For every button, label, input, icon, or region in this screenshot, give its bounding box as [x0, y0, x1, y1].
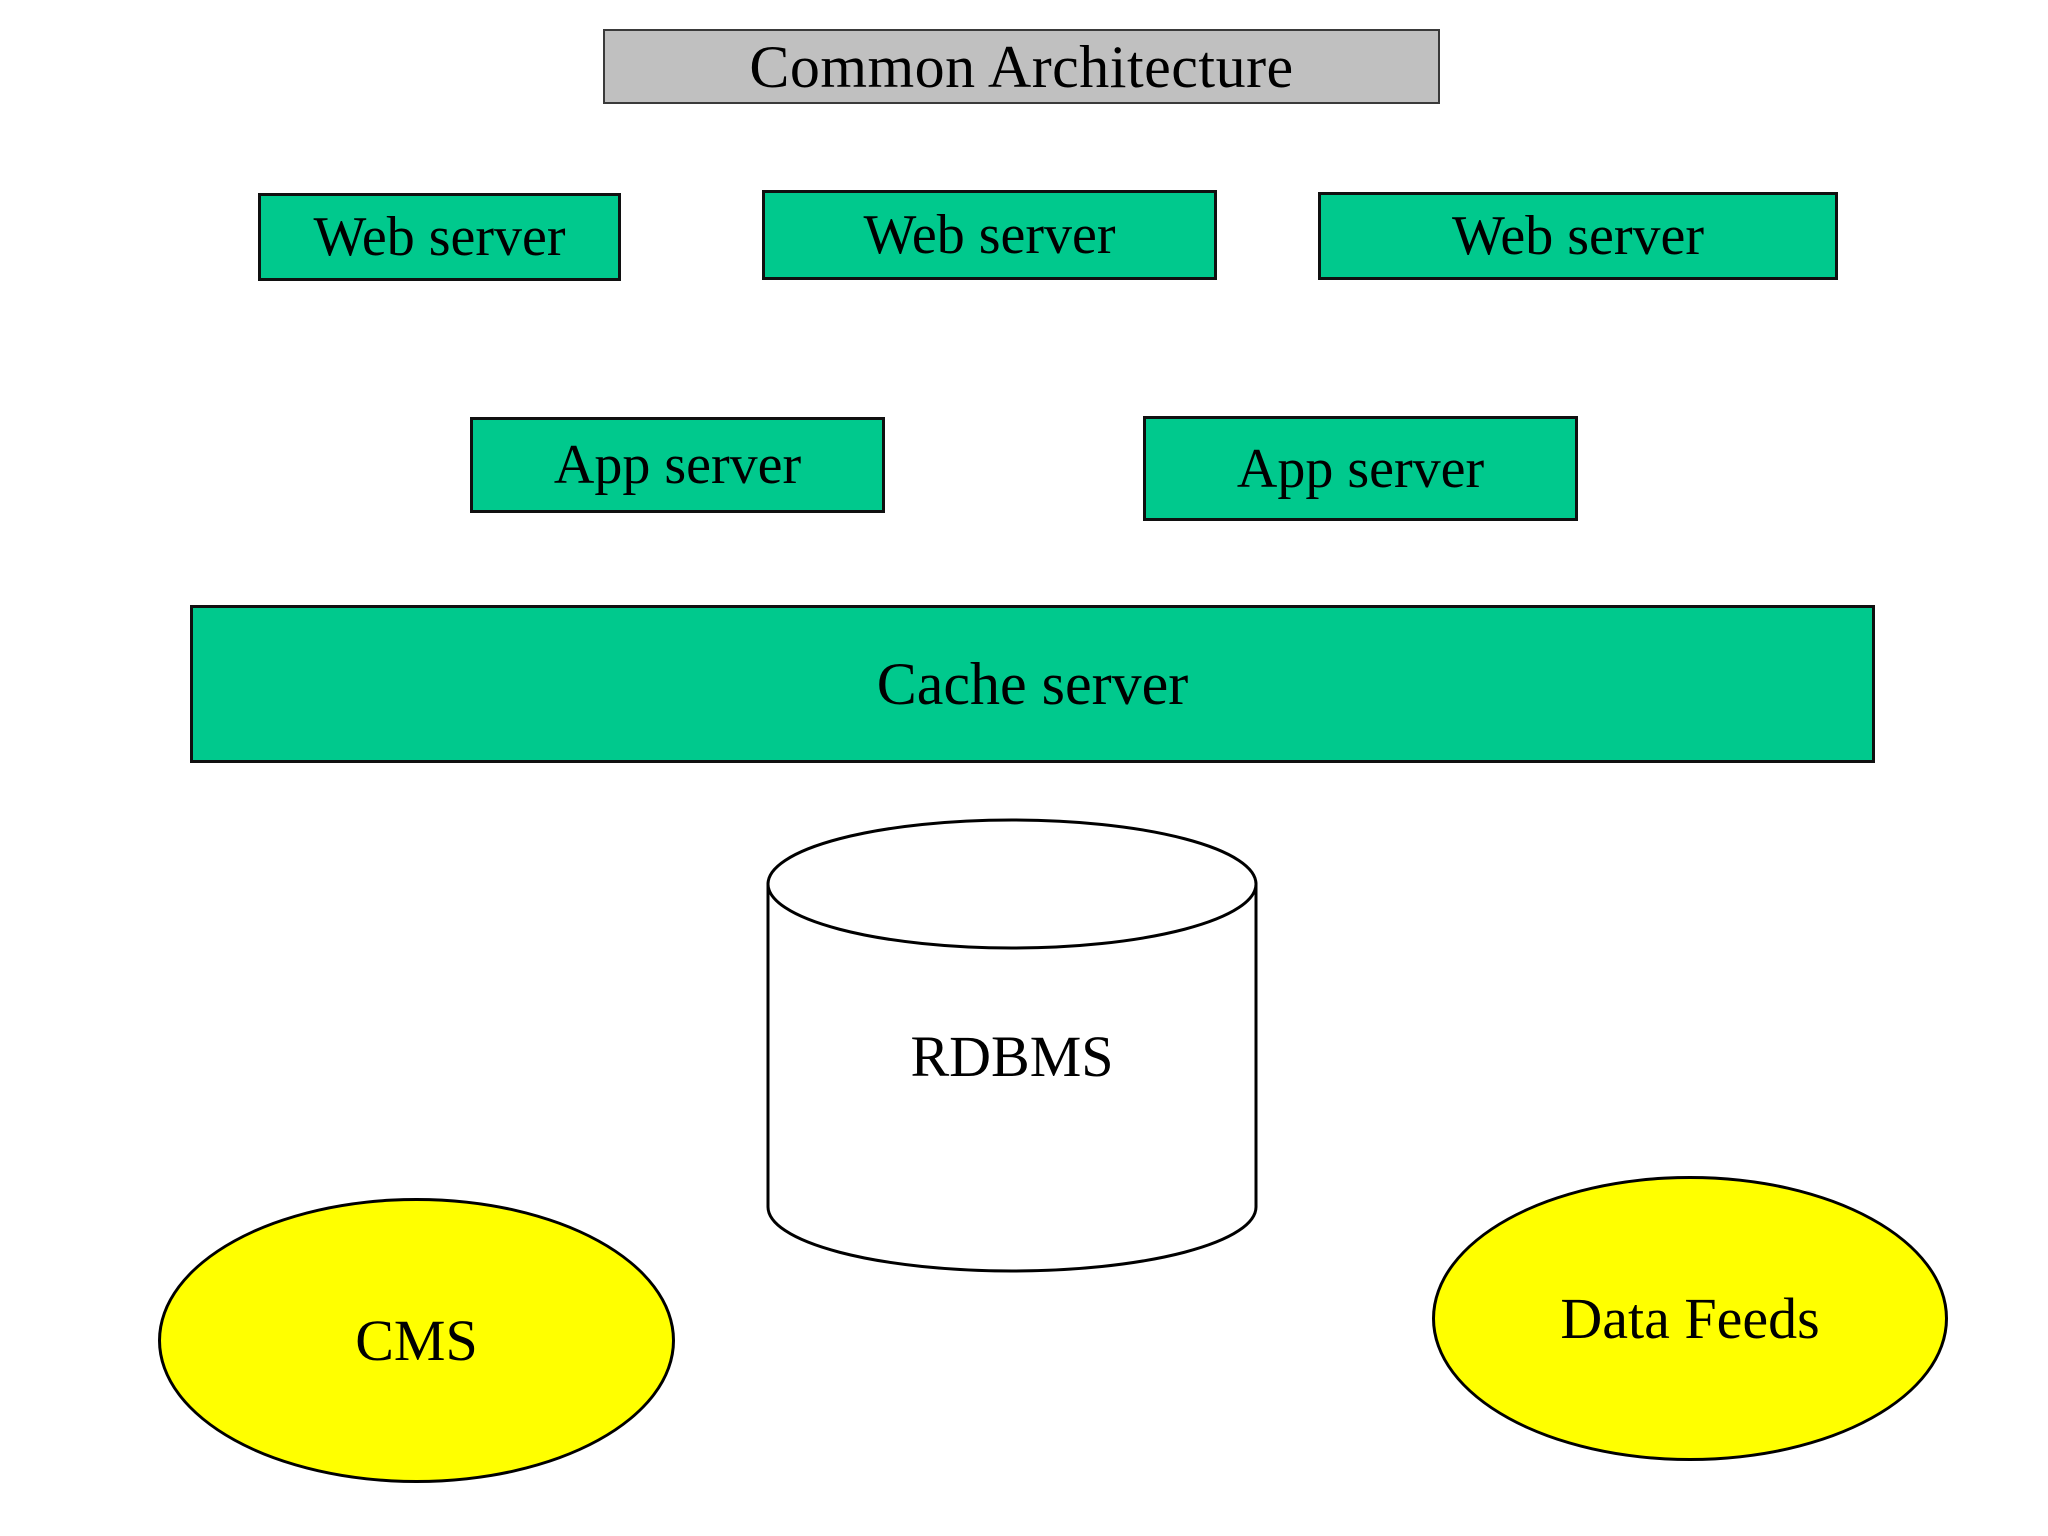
app-server-label-1: App server — [553, 434, 802, 496]
page-title: Common Architecture — [749, 33, 1294, 100]
data-feeds-label: Data Feeds — [1560, 1285, 1820, 1351]
database-cylinder-icon — [766, 818, 1258, 1273]
app-server-label-2: App server — [1236, 437, 1485, 500]
web-server-label-1: Web server — [313, 206, 566, 268]
diagram-title-banner: Common Architecture — [603, 29, 1440, 104]
app-server-box-1[interactable]: App server — [470, 417, 885, 513]
web-server-box-1[interactable]: Web server — [258, 193, 621, 281]
app-server-box-2[interactable]: App server — [1143, 416, 1578, 521]
cms-ellipse[interactable]: CMS — [158, 1198, 675, 1483]
cache-server-label: Cache server — [876, 651, 1189, 717]
data-feeds-ellipse[interactable]: Data Feeds — [1432, 1176, 1948, 1461]
cache-server-box[interactable]: Cache server — [190, 605, 1875, 763]
web-server-box-3[interactable]: Web server — [1318, 192, 1838, 280]
rdbms-label: RDBMS — [910, 1023, 1114, 1089]
cms-label: CMS — [355, 1307, 478, 1373]
web-server-label-2: Web server — [863, 204, 1116, 266]
web-server-box-2[interactable]: Web server — [762, 190, 1217, 280]
web-server-label-3: Web server — [1451, 205, 1705, 267]
rdbms-cylinder[interactable]: RDBMS — [766, 818, 1258, 1273]
